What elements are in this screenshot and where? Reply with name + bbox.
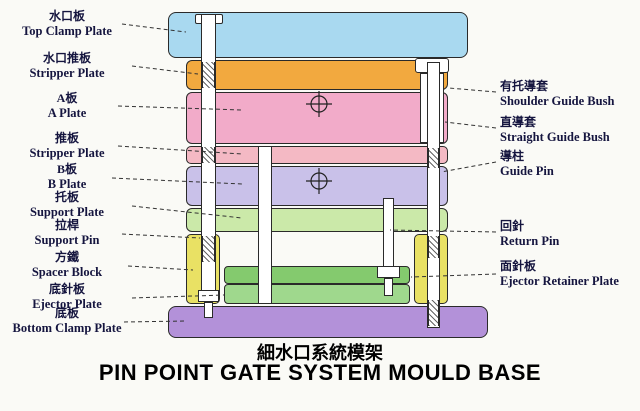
bottom-clamp-plate	[168, 306, 488, 338]
label-zh: 底針板	[48, 282, 85, 296]
leader-line	[440, 161, 497, 173]
hatch-band	[428, 300, 439, 326]
hatch-band	[428, 236, 439, 258]
label-en: Shoulder Guide Bush	[500, 93, 615, 108]
center-guide-pin	[258, 146, 272, 304]
label-zh: A板	[56, 91, 78, 105]
label-zh: 有托導套	[500, 79, 549, 93]
hatch-band	[202, 62, 215, 88]
label-en: Straight Guide Bush	[500, 129, 610, 144]
label-en: Support Plate	[30, 204, 104, 219]
hatch-band	[428, 148, 439, 168]
stripper-plate-lower	[186, 146, 448, 164]
hatch-band	[202, 147, 215, 163]
label-en: A Plate	[47, 105, 87, 120]
hatch-band	[202, 236, 215, 262]
label-zh: 底板	[54, 306, 79, 320]
leader-line	[448, 87, 497, 93]
label-zh: B板	[56, 162, 77, 176]
support-plate	[186, 208, 448, 232]
label-zh: 水口板	[48, 9, 85, 23]
guide-pin	[427, 62, 440, 328]
label-zh: 直導套	[500, 115, 537, 129]
label-zh: 拉桿	[54, 218, 79, 232]
ejector-plate	[224, 284, 410, 304]
label-en: Guide Pin	[500, 163, 554, 178]
label-en: Return Pin	[500, 233, 560, 248]
b-plate	[186, 166, 448, 206]
label-en: Stripper Plate	[29, 145, 105, 160]
label-zh: 方鐵	[54, 250, 79, 264]
label-zh: 托板	[54, 190, 79, 204]
bolt-right	[384, 278, 393, 296]
leader-line	[127, 265, 194, 271]
diagram-title-english: PIN POINT GATE SYSTEM MOULD BASE	[98, 360, 542, 385]
label-en: Ejector Plate	[32, 296, 102, 311]
label-en: Spacer Block	[31, 264, 103, 279]
diagram-title-chinese: 細水口系統模架	[257, 343, 383, 363]
label-zh: 面針板	[500, 259, 537, 273]
return-pin-head	[377, 266, 400, 278]
label-en: Stripper Plate	[29, 65, 105, 80]
return-pin	[383, 198, 394, 268]
label-en: Top Clamp Plate	[22, 23, 112, 38]
support-pin-nut	[198, 290, 219, 302]
label-en: Support Pin	[34, 232, 100, 247]
label-en: Bottom Clamp Plate	[12, 320, 122, 335]
label-en: B Plate	[47, 176, 87, 191]
leader-line	[444, 121, 497, 129]
label-zh: 推板	[54, 131, 79, 145]
a-plate	[186, 92, 448, 144]
label-zh: 導柱	[500, 149, 525, 163]
stripper-plate-upper	[186, 60, 448, 90]
label-en: Ejector Retainer Plate	[500, 273, 619, 288]
bolt-left	[204, 302, 213, 318]
label-zh: 水口推板	[42, 51, 91, 65]
label-zh: 回針	[500, 219, 525, 233]
